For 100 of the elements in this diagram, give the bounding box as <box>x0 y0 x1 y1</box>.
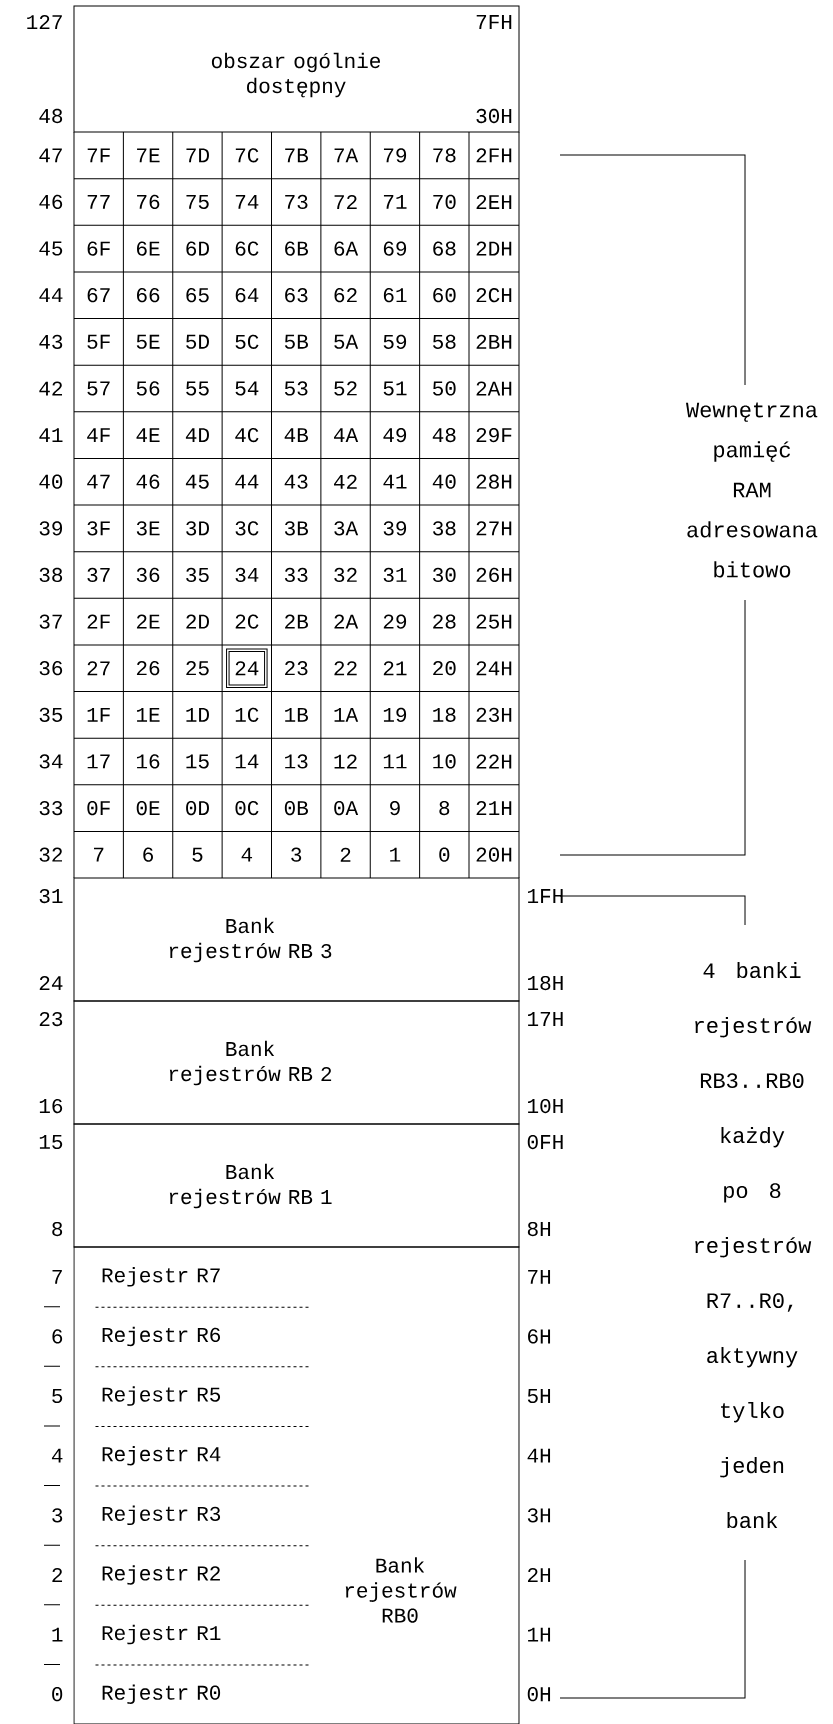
bit-address: 13 <box>285 754 308 769</box>
byte-address: 26H <box>476 567 512 583</box>
decimal-address: 33 <box>39 800 63 816</box>
decimal-address: 34 <box>39 754 63 769</box>
bit-address: 49 <box>383 427 407 443</box>
bit-address: 0C <box>235 800 259 816</box>
bit-address: 1C <box>235 707 259 722</box>
byte-address: 25H <box>476 614 512 629</box>
bit-address: 2F <box>87 614 110 629</box>
decimal-address: 6 <box>52 1329 63 1344</box>
bit-address: 6C <box>235 241 259 256</box>
bit-address: 1B <box>285 707 308 722</box>
bit-address: 74 <box>235 195 259 209</box>
bit-address: 4A <box>334 428 359 442</box>
bit-address: 30 <box>433 567 456 583</box>
decimal-address: 46 <box>39 194 63 210</box>
bit-address: 1F <box>87 707 110 722</box>
bit-address: 77 <box>87 195 110 209</box>
bit-address: 1D <box>186 707 209 722</box>
byte-address: 22H <box>476 754 512 769</box>
register-bank-box: Bank rejestrów RB 1 <box>73 1123 520 1248</box>
byte-address: 2DH <box>476 241 512 256</box>
bit-address: 10 <box>433 754 456 769</box>
bit-address: 62 <box>334 288 357 303</box>
decimal-address: 39 <box>39 521 63 536</box>
decimal-address: 37 <box>39 614 62 629</box>
bit-address: 36 <box>136 567 160 583</box>
bit-address: 9 <box>390 800 400 816</box>
decimal-address: 3 <box>52 1508 63 1523</box>
bit-address: 73 <box>285 194 308 210</box>
bit-address: 46 <box>136 474 160 489</box>
decimal-address: 0 <box>52 1687 63 1702</box>
bit-address: 0E <box>136 800 160 816</box>
bit-address: 60 <box>433 288 456 303</box>
decimal-address: 45 <box>39 241 63 256</box>
bit-address: 48 <box>432 427 456 443</box>
bit-address: 22 <box>334 661 357 676</box>
bit-address: 2E <box>136 614 160 629</box>
bit-address: 15 <box>186 754 209 769</box>
bit-address: 6F <box>87 241 110 256</box>
bit-address: 63 <box>285 288 308 303</box>
byte-address: 2AH <box>476 381 512 396</box>
byte-address: 28H <box>476 474 512 489</box>
decimal-address: 47 <box>39 148 62 163</box>
bit-address: 53 <box>284 381 308 396</box>
bit-address: 2B <box>285 614 308 629</box>
bit-address: 3F <box>87 521 110 536</box>
bit-address: 41 <box>383 474 407 489</box>
bit-address: 71 <box>383 195 407 209</box>
bit-address: 2D <box>186 614 209 629</box>
byte-address: 2BH <box>476 334 512 349</box>
bit-address: 21 <box>383 661 407 676</box>
bit-address: 16 <box>137 754 160 769</box>
byte-address: 29F <box>476 427 512 443</box>
bit-address: 27 <box>87 661 110 676</box>
bit-address: 64 <box>235 288 259 303</box>
bit-address: 5A <box>334 334 359 349</box>
decimal-address: 23 <box>39 1011 63 1027</box>
byte-address: 18H <box>528 975 563 991</box>
byte-address: 21H <box>476 801 512 816</box>
bit-address: 0B <box>284 800 308 816</box>
bit-address: 25 <box>186 661 209 676</box>
decimal-address: 32 <box>39 847 62 862</box>
bit-address: 1E <box>137 707 160 722</box>
bit-address: 29 <box>383 614 407 629</box>
byte-address: 3H <box>527 1508 551 1523</box>
bit-address: 39 <box>383 521 407 536</box>
decimal-address: 8 <box>52 1221 63 1237</box>
byte-address: 2CH <box>476 288 512 303</box>
byte-address: 2H <box>528 1567 551 1582</box>
bit-address: 14 <box>235 754 259 769</box>
bit-address: 3A <box>334 521 359 536</box>
byte-address: 0H <box>527 1687 551 1702</box>
decimal-address: 24 <box>39 976 63 991</box>
bit-address: 37 <box>87 567 110 583</box>
bit-address: 1A <box>334 707 359 722</box>
bit-address: 50 <box>433 381 456 396</box>
register-row: Rejestr R4 <box>95 1445 312 1487</box>
register-row: Rejestr R0 <box>102 1684 221 1704</box>
bit-address: 51 <box>383 381 407 396</box>
bit-address: 72 <box>334 194 357 209</box>
bit-address: 20 <box>433 661 456 676</box>
bit-address: 4F <box>87 428 110 442</box>
bit-address: 8 <box>439 800 450 816</box>
bit-address: 5D <box>186 334 209 349</box>
bit-address: 0A <box>334 800 359 816</box>
bit-address: 5B <box>284 334 308 349</box>
byte-address: 7FH <box>476 15 512 29</box>
byte-address: 17H <box>528 1012 563 1026</box>
highlighted-cell: 24 <box>226 648 268 688</box>
bit-address: 42 <box>334 474 357 489</box>
bit-address: 35 <box>186 567 209 583</box>
byte-address: 2EH <box>476 194 512 209</box>
bit-address: 28 <box>433 614 456 629</box>
decimal-address: 42 <box>39 381 62 396</box>
bit-address: 3C <box>235 521 259 536</box>
byte-address: 30H <box>476 108 512 124</box>
bit-address: 0F <box>87 800 110 816</box>
decimal-address: 41 <box>39 428 63 442</box>
bit-address: 59 <box>383 334 407 349</box>
